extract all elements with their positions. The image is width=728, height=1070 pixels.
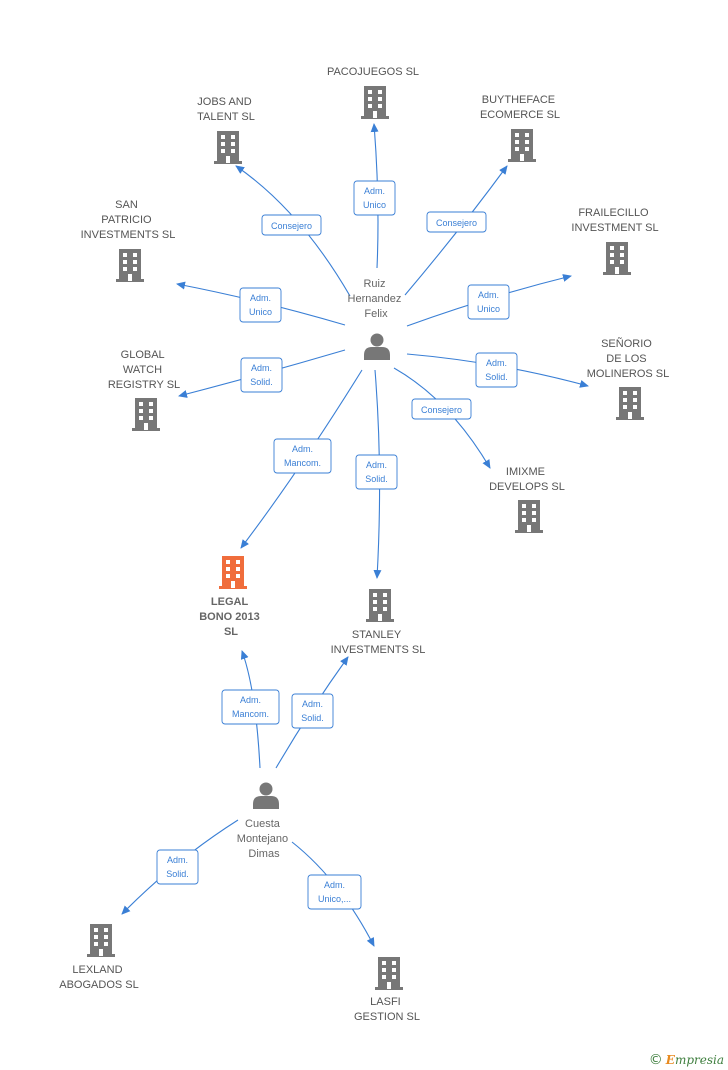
relation-box (353, 180, 396, 216)
relation-box (475, 352, 518, 388)
node-label: FRAILECILLO INVESTMENT SL (571, 207, 658, 234)
building-icon (361, 86, 389, 119)
building-icon (132, 398, 160, 431)
node-label: SAN PATRICIO INVESTMENTS SL (81, 199, 176, 241)
building-icon (214, 131, 242, 164)
building-icon (219, 556, 247, 589)
person-icon (364, 333, 390, 360)
relation-label-cuesta-stanley: Adm.Solid. (291, 693, 334, 729)
relation-text: Consejero (436, 218, 477, 228)
relation-label-imixme: Consejero (411, 398, 472, 420)
person-icon (253, 782, 279, 809)
relation-box (273, 438, 332, 474)
node-person-ruiz-hernandez-felix[interactable]: Ruiz Hernandez Felix (348, 278, 405, 360)
node-label: LEXLAND ABOGADOS SL (59, 964, 138, 991)
relation-text: Adm.Unico (249, 293, 272, 317)
node-global-watch-registry[interactable]: GLOBAL WATCH REGISTRY SL (108, 349, 180, 431)
relation-text: Adm.Solid. (166, 855, 189, 879)
building-icon (87, 924, 115, 957)
node-label: Ruiz Hernandez Felix (348, 278, 405, 320)
copyright-icon: © (648, 1052, 663, 1068)
node-label: LEGAL BONO 2013 SL (199, 596, 263, 638)
node-label: PACOJUEGOS SL (327, 66, 419, 78)
node-label: JOBS AND TALENT SL (197, 96, 255, 123)
brand-name: mpresia (674, 1053, 724, 1067)
relation-text: Adm.Solid. (301, 699, 324, 723)
relation-text: Adm.Solid. (250, 363, 273, 387)
node-label: SEÑORIO DE LOS MOLINEROS SL (587, 337, 670, 380)
node-san-patricio-investments[interactable]: SAN PATRICIO INVESTMENTS SL (81, 199, 176, 282)
relation-label-buytheface: Consejero (426, 211, 487, 233)
building-icon (508, 129, 536, 162)
relation-label-global-watch: Adm.Solid. (240, 357, 283, 393)
relation-label-lasfi: Adm.Unico,... (307, 874, 362, 910)
node-label: BUYTHEFACE ECOMERCE SL (480, 94, 560, 121)
relation-text: Adm.Mancom. (284, 444, 321, 468)
node-label: Cuesta Montejano Dimas (237, 818, 291, 860)
node-imixme-develops[interactable]: IMIXME DEVELOPS SL (489, 466, 565, 533)
relation-label-cuesta-legal-bono: Adm.Mancom. (221, 689, 280, 725)
relation-box (355, 454, 398, 490)
relation-label-pacojuegos: Adm.Unico (353, 180, 396, 216)
relation-label-senorio: Adm.Solid. (475, 352, 518, 388)
relation-box (221, 689, 280, 725)
building-icon (366, 589, 394, 622)
relation-box (240, 357, 283, 393)
relation-text: Adm.Solid. (365, 460, 388, 484)
edges (121, 123, 589, 947)
relation-text: Adm.Solid. (485, 358, 508, 382)
relation-label-jobs-and-talent: Consejero (261, 214, 322, 236)
node-lexland-abogados[interactable]: LEXLAND ABOGADOS SL (59, 924, 139, 991)
relation-label-ruiz-stanley: Adm.Solid. (355, 454, 398, 490)
relation-text: Adm.Mancom. (232, 695, 269, 719)
relation-box (239, 287, 282, 323)
relation-text: Adm.Unico,... (318, 880, 351, 904)
node-label: LASFI GESTION SL (354, 996, 420, 1023)
relation-label-lexland: Adm.Solid. (156, 849, 199, 885)
relation-label-frailecillo: Adm.Unico (467, 284, 510, 320)
node-pacojuegos[interactable]: PACOJUEGOS SL (327, 66, 419, 119)
node-label: STANLEY INVESTMENTS SL (331, 629, 426, 656)
building-icon (116, 249, 144, 282)
node-person-cuesta-montejano-dimas[interactable]: Cuesta Montejano Dimas (237, 782, 291, 861)
brand-initial: E (665, 1053, 675, 1067)
relation-box (307, 874, 362, 910)
node-frailecillo-investment[interactable]: FRAILECILLO INVESTMENT SL (571, 207, 659, 275)
relation-box (411, 398, 472, 420)
relation-text: Consejero (271, 221, 312, 231)
relation-text: Consejero (421, 405, 462, 415)
relation-label-ruiz-legal-bono: Adm.Mancom. (273, 438, 332, 474)
building-icon (375, 957, 403, 990)
relation-box (261, 214, 322, 236)
relation-box (426, 211, 487, 233)
building-icon (603, 242, 631, 275)
node-lasfi-gestion[interactable]: LASFI GESTION SL (354, 957, 420, 1023)
relation-box (291, 693, 334, 729)
node-buytheface-ecomerce[interactable]: BUYTHEFACE ECOMERCE SL (480, 94, 560, 162)
relation-text: Adm.Unico (477, 290, 500, 314)
building-icon (515, 500, 543, 533)
building-icon (616, 387, 644, 420)
relation-text: Adm.Unico (363, 186, 386, 210)
node-label: IMIXME DEVELOPS SL (489, 466, 565, 493)
node-jobs-and-talent[interactable]: JOBS AND TALENT SL (197, 96, 255, 164)
relation-label-san-patricio: Adm.Unico (239, 287, 282, 323)
node-label: GLOBAL WATCH REGISTRY SL (108, 349, 180, 391)
relation-box (156, 849, 199, 885)
copyright-brand[interactable]: ©Empresia (649, 1052, 724, 1068)
relation-box (467, 284, 510, 320)
node-senorio-de-los-molineros[interactable]: SEÑORIO DE LOS MOLINEROS SL (587, 337, 670, 420)
node-stanley-investments[interactable]: STANLEY INVESTMENTS SL (331, 589, 426, 656)
node-legal-bono-2013[interactable]: LEGAL BONO 2013 SL (199, 556, 263, 638)
